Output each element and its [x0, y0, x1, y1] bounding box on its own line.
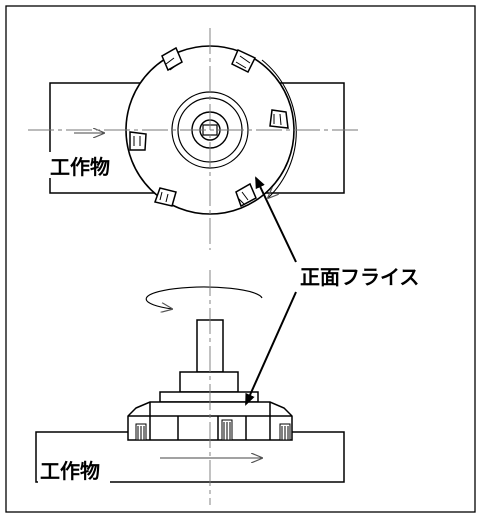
leader-arrow-bottom	[245, 291, 297, 406]
rotation-arc-top	[261, 59, 297, 198]
label-workpiece-bottom: 工作物	[40, 459, 100, 483]
cutter-inserts-side	[135, 419, 291, 441]
top-view	[28, 28, 360, 250]
label-workpiece-top: 工作物	[50, 155, 110, 179]
label-bg-top	[48, 152, 118, 178]
insert-hatching-top	[133, 55, 282, 205]
leader-arrow-top	[255, 176, 297, 263]
center-lines-top	[28, 28, 360, 250]
diagram-frame	[5, 5, 476, 513]
label-bg-bottom	[38, 457, 110, 483]
arbor-shaft	[159, 319, 259, 403]
rotation-ellipse-bottom	[145, 286, 263, 309]
label-face-mill: 正面フライス	[300, 265, 419, 289]
